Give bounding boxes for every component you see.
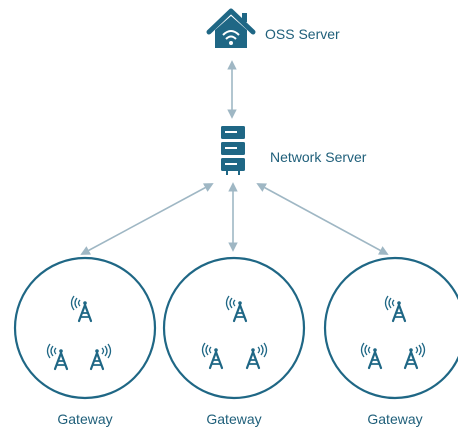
server-rack-icon (221, 126, 245, 175)
gateway-label: Gateway (367, 411, 423, 427)
gateway-node (323, 256, 458, 400)
network-server-label: Network Server (270, 149, 367, 165)
gateway-label: Gateway (206, 411, 262, 427)
house-wifi-icon (206, 8, 256, 48)
gateway-node (13, 256, 157, 400)
gateway-label: Gateway (57, 411, 113, 427)
oss-server-label: OSS Server (265, 26, 340, 42)
network-gateway-right-arrow (256, 183, 389, 255)
gateway-node (162, 256, 306, 400)
network-gateway-left-arrow (80, 183, 214, 255)
